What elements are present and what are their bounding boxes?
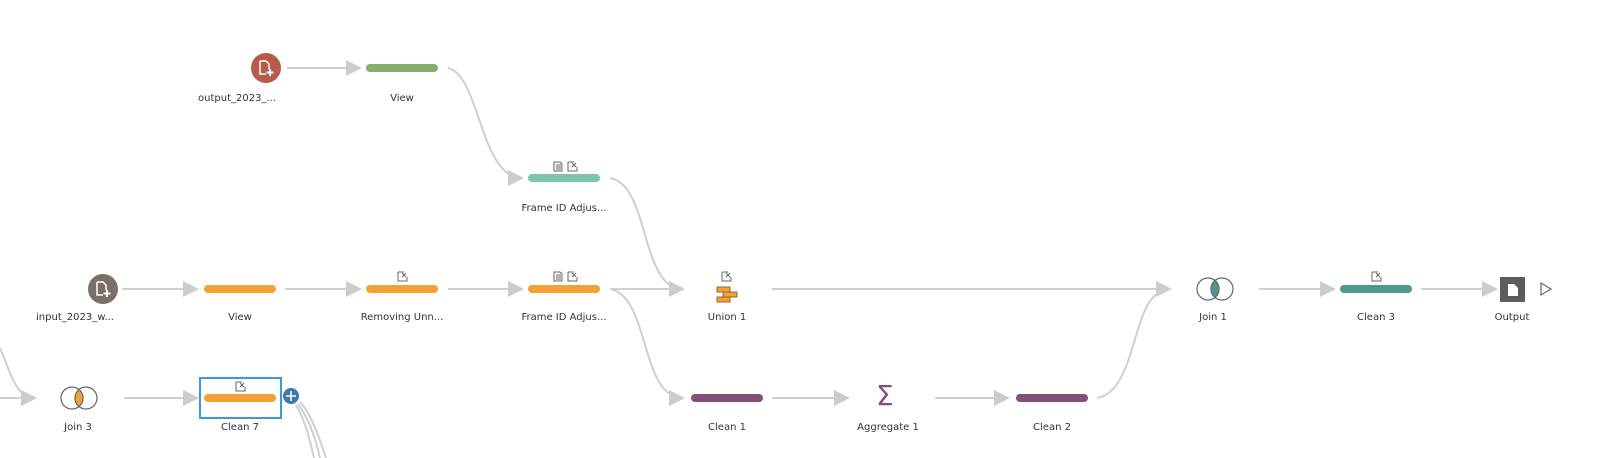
clean-7-selected-step[interactable] (199, 377, 282, 419)
node-label: output_2023_... (198, 93, 276, 104)
output-node[interactable] (1500, 277, 1525, 302)
frame-id-adjust-top-step[interactable] (528, 174, 600, 182)
node-label: Output (1494, 312, 1530, 323)
connector (297, 403, 321, 458)
step-change-icons (553, 271, 578, 282)
node-label: Join 3 (64, 422, 92, 433)
view-top-step[interactable] (366, 64, 438, 72)
input-2023-node[interactable] (88, 274, 118, 304)
node-label: View (228, 312, 252, 323)
edit-change-icon (567, 161, 578, 172)
node-label: Frame ID Adjus... (521, 203, 607, 214)
clean-1-step[interactable] (691, 394, 763, 402)
node-label: Clean 1 (708, 422, 746, 433)
file-add-icon (259, 60, 274, 76)
edit-change-icon (721, 271, 732, 282)
connector (1096, 288, 1171, 399)
frame-id-adjust-mid-step[interactable] (528, 285, 600, 293)
filter-change-icon (553, 161, 563, 172)
node-label: Aggregate 1 (857, 422, 919, 433)
add-step-plus-button[interactable] (283, 388, 299, 404)
node-label: View (390, 93, 414, 104)
node-label: Clean 2 (1033, 422, 1071, 433)
output-2023-input-node[interactable] (251, 53, 281, 83)
connector (299, 401, 327, 458)
union-icon[interactable] (716, 286, 738, 304)
node-label: Union 1 (707, 312, 747, 323)
join-inner-icon[interactable] (1195, 277, 1235, 301)
node-label: input_2023_w... (36, 312, 114, 323)
edit-change-icon (397, 271, 408, 282)
view-mid-step[interactable] (204, 285, 276, 293)
connector (609, 288, 685, 406)
clean-3-step[interactable] (1340, 285, 1412, 293)
connector (447, 67, 524, 186)
clean-2-step[interactable] (1016, 394, 1088, 402)
node-label: Clean 7 (221, 422, 259, 433)
file-icon (1507, 283, 1518, 296)
run-flow-play-icon[interactable] (1539, 281, 1553, 297)
clean-7-step[interactable] (204, 394, 276, 402)
file-add-icon (96, 281, 111, 297)
edit-change-icon (567, 271, 578, 282)
connector (0, 347, 37, 406)
step-change-icons (553, 161, 578, 172)
node-label: Removing Unn... (360, 312, 444, 323)
connector (609, 177, 685, 297)
join-inner-icon[interactable] (59, 386, 99, 410)
connector (295, 404, 315, 458)
node-label: Clean 3 (1357, 312, 1395, 323)
node-label: Join 1 (1199, 312, 1227, 323)
aggregate-sigma-icon[interactable]: Σ (876, 379, 894, 412)
node-label: Frame ID Adjus... (521, 312, 607, 323)
removing-step[interactable] (366, 285, 438, 293)
plus-icon (286, 391, 296, 401)
edit-change-icon (1371, 271, 1382, 282)
edit-change-icon (235, 381, 246, 392)
filter-change-icon (553, 271, 563, 282)
